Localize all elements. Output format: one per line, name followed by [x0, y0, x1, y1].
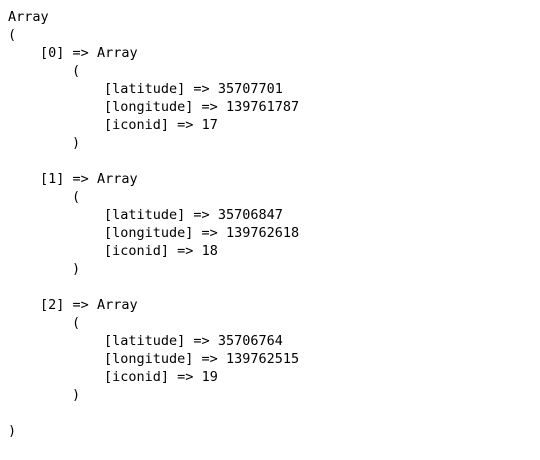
arrow: =>	[201, 99, 218, 115]
field-row: [latitude] => 35706847	[8, 206, 299, 224]
entry-open-paren: (	[8, 188, 299, 206]
arrow: =>	[72, 297, 89, 313]
arrow: =>	[177, 117, 194, 133]
paren: )	[72, 387, 81, 403]
field-value: 35706764	[217, 333, 283, 349]
arrow: =>	[201, 351, 218, 367]
field-row: [latitude] => 35706764	[8, 332, 299, 350]
field-value: 35706847	[217, 207, 283, 223]
entry-index: [2]	[40, 297, 65, 313]
root-label: Array	[8, 8, 299, 26]
field-row: [iconid] => 19	[8, 368, 299, 386]
arrow: =>	[193, 81, 210, 97]
paren: )	[72, 135, 81, 151]
entry-type: Array	[96, 297, 138, 313]
field-row: [longitude] => 139761787	[8, 98, 299, 116]
field-value: 35707701	[217, 81, 283, 97]
paren: (	[72, 63, 81, 79]
root-open-paren: (	[8, 26, 299, 44]
entry-index: [1]	[40, 171, 65, 187]
entry-close-paren: )	[8, 260, 299, 278]
field-key: [longitude]	[104, 99, 194, 115]
field-value: 17	[201, 117, 218, 133]
entry-header: [0] => Array	[8, 44, 299, 62]
field-key: [iconid]	[104, 243, 170, 259]
arrow: =>	[177, 369, 194, 385]
field-value: 139762515	[225, 351, 300, 367]
paren: (	[8, 27, 17, 43]
entry-header: [2] => Array	[8, 296, 299, 314]
array-dump: Array ( [0] => Array ( [latitude] => 357…	[8, 8, 299, 440]
blank-line	[8, 404, 299, 422]
field-row: [longitude] => 139762618	[8, 224, 299, 242]
paren: )	[72, 261, 81, 277]
field-key: [longitude]	[104, 225, 194, 241]
field-value: 19	[201, 369, 218, 385]
arrow: =>	[193, 207, 210, 223]
entry-open-paren: (	[8, 62, 299, 80]
entry-close-paren: )	[8, 386, 299, 404]
entry-type: Array	[96, 45, 138, 61]
field-key: [latitude]	[104, 207, 186, 223]
paren: (	[72, 315, 81, 331]
field-value: 18	[201, 243, 218, 259]
blank-line	[8, 278, 299, 296]
paren: (	[72, 189, 81, 205]
arrow: =>	[201, 225, 218, 241]
field-key: [latitude]	[104, 81, 186, 97]
field-key: [iconid]	[104, 369, 170, 385]
entry-index: [0]	[40, 45, 65, 61]
root-type: Array	[8, 9, 49, 25]
entry-open-paren: (	[8, 314, 299, 332]
blank-line	[8, 152, 299, 170]
entry-type: Array	[96, 171, 138, 187]
field-key: [longitude]	[104, 351, 194, 367]
entry-close-paren: )	[8, 134, 299, 152]
field-row: [longitude] => 139762515	[8, 350, 299, 368]
entry-header: [1] => Array	[8, 170, 299, 188]
field-value: 139761787	[225, 99, 300, 115]
field-row: [iconid] => 17	[8, 116, 299, 134]
arrow: =>	[193, 333, 210, 349]
arrow: =>	[72, 45, 89, 61]
field-value: 139762618	[225, 225, 300, 241]
field-row: [latitude] => 35707701	[8, 80, 299, 98]
root-close-paren: )	[8, 422, 299, 440]
arrow: =>	[72, 171, 89, 187]
arrow: =>	[177, 243, 194, 259]
paren: )	[8, 423, 17, 439]
field-key: [iconid]	[104, 117, 170, 133]
field-row: [iconid] => 18	[8, 242, 299, 260]
field-key: [latitude]	[104, 333, 186, 349]
